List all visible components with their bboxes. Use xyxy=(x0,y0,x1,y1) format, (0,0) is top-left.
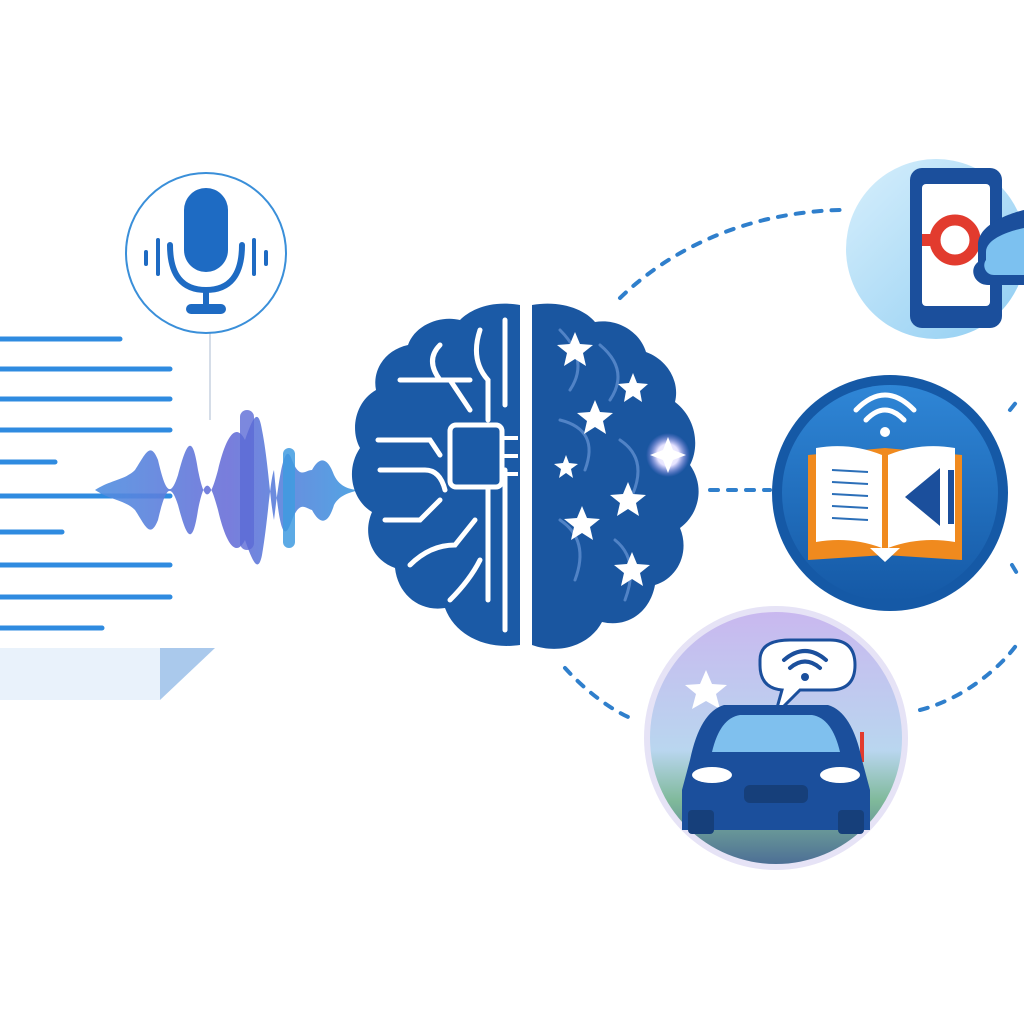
microphone-icon xyxy=(125,172,287,420)
car-voice-assistant-icon xyxy=(644,606,908,870)
document-text-lines xyxy=(0,336,173,631)
connector-lines xyxy=(563,208,1022,722)
brain-icon xyxy=(351,303,699,649)
audiobook-icon xyxy=(772,375,1008,611)
sound-wave-icon xyxy=(95,410,360,565)
phone-app-icon xyxy=(846,159,1024,339)
document-icon xyxy=(0,335,215,700)
